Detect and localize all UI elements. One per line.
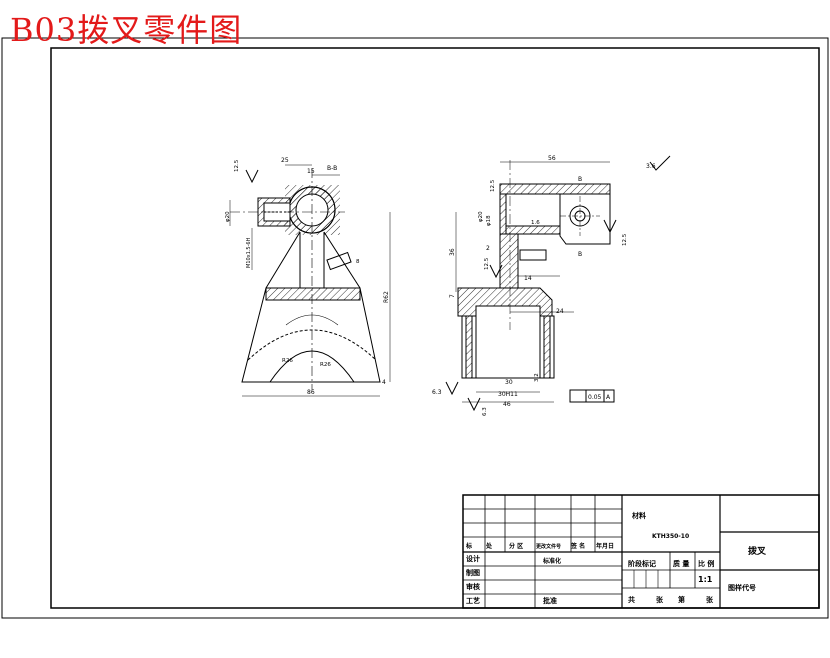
dim-thread: M10x1.5-6H	[246, 237, 252, 268]
dim-r26a: R26	[282, 358, 293, 364]
sheet-no-label: 第	[678, 595, 685, 604]
section-label: B-B	[327, 165, 337, 172]
drawing-title: B03拨叉零件图	[10, 11, 243, 49]
sheets-total-label: 共	[628, 595, 635, 604]
rough-left: 6.3	[482, 407, 488, 416]
section-b-bottom: B	[578, 251, 582, 258]
tolerance-ref: A	[606, 394, 611, 401]
rough-top: 12.5	[490, 179, 496, 192]
dim-15: 15	[307, 168, 315, 175]
roughness-1: 12.5	[234, 159, 240, 172]
header-change-doc: 更改文件号	[536, 543, 561, 550]
rough-mid: 12.5	[484, 257, 490, 270]
design-label: 设计	[466, 554, 480, 563]
dim-4: 4	[382, 379, 386, 386]
title-block-grid	[462, 494, 820, 609]
standard-label: 标准化	[542, 557, 561, 565]
outer-frame	[1, 37, 829, 619]
front-view	[229, 164, 391, 397]
dim-phi20: φ20	[225, 211, 231, 222]
dim-86: 86	[307, 389, 315, 396]
review-label: 审核	[466, 582, 480, 591]
header-zone: 分 区	[509, 542, 523, 550]
dim-30h11: 30H11	[498, 391, 518, 398]
dim-30: 30	[505, 379, 513, 386]
sheets-unit: 张	[656, 595, 664, 604]
rough-rest: 3.6	[646, 163, 656, 170]
dim-25: 25	[281, 157, 289, 164]
dim-46: 46	[503, 401, 511, 408]
stage-label: 阶段标记	[628, 559, 656, 568]
material-value: KTH350-10	[652, 533, 689, 540]
process-label: 工艺	[466, 596, 480, 605]
dim-14: 14	[524, 275, 532, 282]
dim-7: 7	[449, 294, 456, 298]
drawing-code: 图样代号	[728, 583, 756, 592]
approve-label: 批准	[543, 596, 557, 605]
header-qty: 处	[485, 542, 493, 550]
side-phi18: φ18	[486, 215, 492, 226]
dim-8: 8	[356, 259, 360, 265]
dim-36: 36	[449, 248, 456, 256]
sheet-unit-2: 张	[706, 595, 714, 604]
inner-frame	[50, 47, 820, 609]
dim-24: 24	[556, 308, 564, 315]
rough-side: 12.5	[622, 233, 628, 246]
section-b-top: B	[578, 176, 582, 183]
side-phi20: φ20	[478, 211, 484, 222]
header-date: 年月日	[596, 542, 614, 550]
tolerance-value: 0.05	[588, 394, 602, 401]
header-sign: 签 名	[570, 542, 585, 550]
dim-56: 56	[548, 155, 556, 162]
part-name: 拨叉	[748, 545, 767, 557]
side-view	[445, 155, 671, 412]
dim-2: 2	[486, 245, 490, 252]
weight-label: 质 量	[673, 559, 689, 568]
rough-bottom: 6.3	[432, 389, 442, 396]
dim-flat: 1.6	[531, 220, 540, 226]
material-label: 材料	[631, 511, 646, 520]
draw-label: 制图	[466, 568, 480, 577]
dim-r26b: R26	[320, 362, 331, 368]
scale-label: 比 例	[698, 559, 714, 568]
rough-right: 3.2	[534, 373, 540, 382]
dim-62: R62	[383, 291, 390, 303]
header-mark: 标	[465, 542, 472, 550]
scale-value: 1:1	[698, 575, 713, 584]
